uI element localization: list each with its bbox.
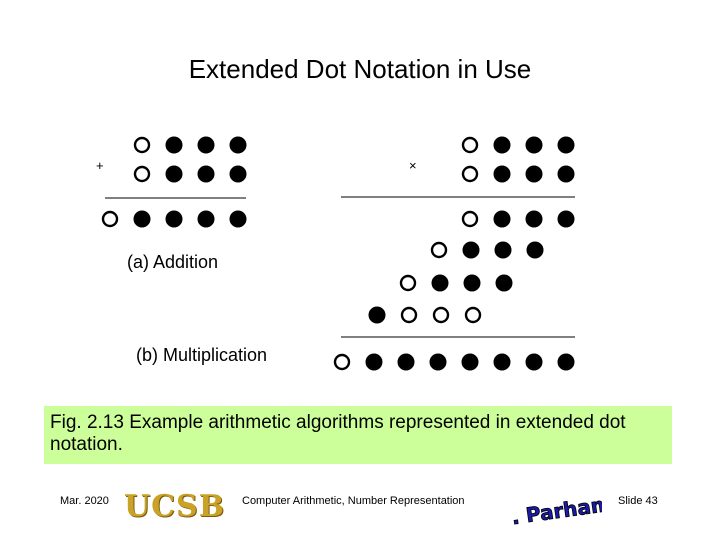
- mult-operand-filled-dot: [557, 165, 575, 183]
- mult-product-filled-dot: [461, 353, 479, 371]
- mult-operand-filled-dot: [525, 136, 543, 154]
- partial-product-filled-dot: [462, 241, 480, 259]
- addition-operand-filled-dot: [197, 136, 215, 154]
- mult-product-filled-dot: [525, 353, 543, 371]
- partial-product-filled-dot: [431, 274, 449, 292]
- mult-operand-hollow-dot: [461, 136, 479, 154]
- multiplication-label: (b) Multiplication: [136, 345, 268, 365]
- mult-operand-filled-dot: [493, 165, 511, 183]
- partial-product-hollow-dot: [399, 274, 417, 292]
- partial-product-filled-dot: [494, 241, 512, 259]
- mult-operand-filled-dot: [493, 136, 511, 154]
- author-logo: B. Parhami: [512, 488, 602, 530]
- partial-product-hollow-dot: [430, 241, 448, 259]
- addition-operand-filled-dot: [165, 165, 183, 183]
- mult-product-filled-dot: [365, 353, 383, 371]
- partial-product-filled-dot: [368, 306, 386, 324]
- partial-product-filled-dot: [525, 210, 543, 228]
- dot-notation-diagram: [101, 136, 575, 371]
- partial-product-filled-dot: [493, 210, 511, 228]
- partial-product-hollow-dot: [400, 306, 418, 324]
- mult-product-hollow-dot: [333, 353, 351, 371]
- addition-operand-filled-dot: [165, 136, 183, 154]
- partial-product-hollow-dot: [432, 306, 450, 324]
- partial-product-filled-dot: [526, 241, 544, 259]
- partial-product-hollow-dot: [464, 306, 482, 324]
- mult-product-filled-dot: [397, 353, 415, 371]
- mult-operand-hollow-dot: [461, 165, 479, 183]
- figure-caption: Fig. 2.13 Example arithmetic algorithms …: [44, 406, 672, 464]
- slide-title: Extended Dot Notation in Use: [188, 54, 532, 84]
- addition-sum-filled-dot: [165, 210, 183, 228]
- mult-operand-filled-dot: [525, 165, 543, 183]
- footer-title: Computer Arithmetic, Number Representati…: [242, 495, 465, 507]
- partial-product-filled-dot: [463, 274, 481, 292]
- partial-product-filled-dot: [495, 274, 513, 292]
- partial-product-filled-dot: [557, 210, 575, 228]
- addition-operand-filled-dot: [229, 136, 247, 154]
- addition-sum-hollow-dot: [101, 210, 119, 228]
- ucsb-logo: UCSB: [124, 489, 226, 524]
- plus-sign: +: [96, 158, 104, 173]
- mult-product-filled-dot: [429, 353, 447, 371]
- addition-operand-hollow-dot: [133, 136, 151, 154]
- addition-operand-hollow-dot: [133, 165, 151, 183]
- addition-operand-filled-dot: [197, 165, 215, 183]
- addition-sum-filled-dot: [197, 210, 215, 228]
- mult-operand-filled-dot: [557, 136, 575, 154]
- footer-slide-number: Slide 43: [618, 495, 658, 507]
- addition-operand-filled-dot: [229, 165, 247, 183]
- mult-product-filled-dot: [557, 353, 575, 371]
- times-sign: ×: [409, 158, 417, 173]
- addition-sum-filled-dot: [133, 210, 151, 228]
- partial-product-hollow-dot: [461, 210, 479, 228]
- footer-date: Mar. 2020: [60, 495, 109, 507]
- addition-label: (a) Addition: [127, 252, 219, 272]
- addition-sum-filled-dot: [229, 210, 247, 228]
- mult-product-filled-dot: [493, 353, 511, 371]
